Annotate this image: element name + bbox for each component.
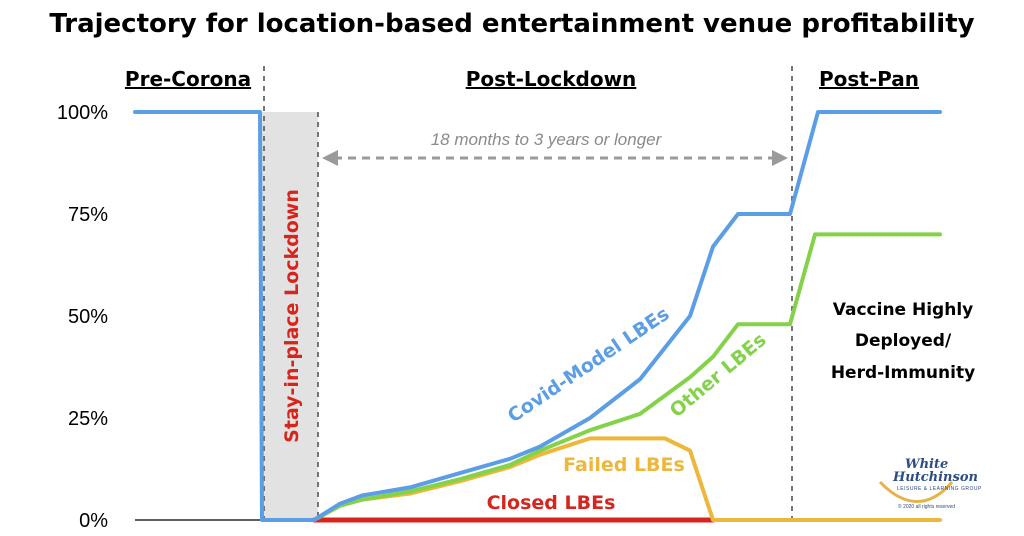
y-tick-label: 25% xyxy=(68,408,108,430)
section-label-post-pan: Post-Pan xyxy=(819,67,919,91)
chart-title: Trajectory for location-based entertainm… xyxy=(49,9,974,39)
white-hutchinson-logo: White Hutchinson LEISURE & LEARNING GROU… xyxy=(878,457,982,510)
lockdown-label: Stay-in-place Lockdown xyxy=(281,189,303,443)
lockdown-band xyxy=(262,112,318,520)
vaccine-label-line1: Vaccine Highly xyxy=(833,300,973,320)
y-tick-label: 0% xyxy=(79,510,108,532)
vaccine-label-line3: Herd-Immunity xyxy=(831,363,975,383)
span-annotation: 18 months to 3 years or longer xyxy=(431,130,663,149)
y-axis: 0% 25% 50% 75% 100% xyxy=(57,102,108,532)
logo-line2: Hutchinson xyxy=(892,470,978,485)
y-tick-label: 75% xyxy=(68,204,108,226)
logo-line1: White xyxy=(905,457,948,472)
logo-swoosh-icon xyxy=(878,480,954,503)
series-label-closed: Closed LBEs xyxy=(487,492,616,514)
series-line-covid-model-lbes xyxy=(133,110,942,522)
series-group xyxy=(133,110,942,523)
y-tick-label: 100% xyxy=(57,102,108,124)
section-label-pre-corona: Pre-Corona xyxy=(125,67,251,91)
span-arrow xyxy=(322,150,788,166)
vaccine-label-line2: Deployed/ xyxy=(855,331,952,351)
series-label-other: Other LBEs xyxy=(666,329,771,422)
logo-sub: LEISURE & LEARNING GROUP xyxy=(897,486,982,492)
series-line-other-lbes xyxy=(312,232,942,522)
y-tick-label: 50% xyxy=(68,306,108,328)
series-label-failed: Failed LBEs xyxy=(563,454,685,476)
series-line-failed-lbes xyxy=(312,436,942,522)
section-label-post-lockdown: Post-Lockdown xyxy=(466,67,637,91)
logo-copyright: © 2020 all rights reserved xyxy=(898,503,955,510)
